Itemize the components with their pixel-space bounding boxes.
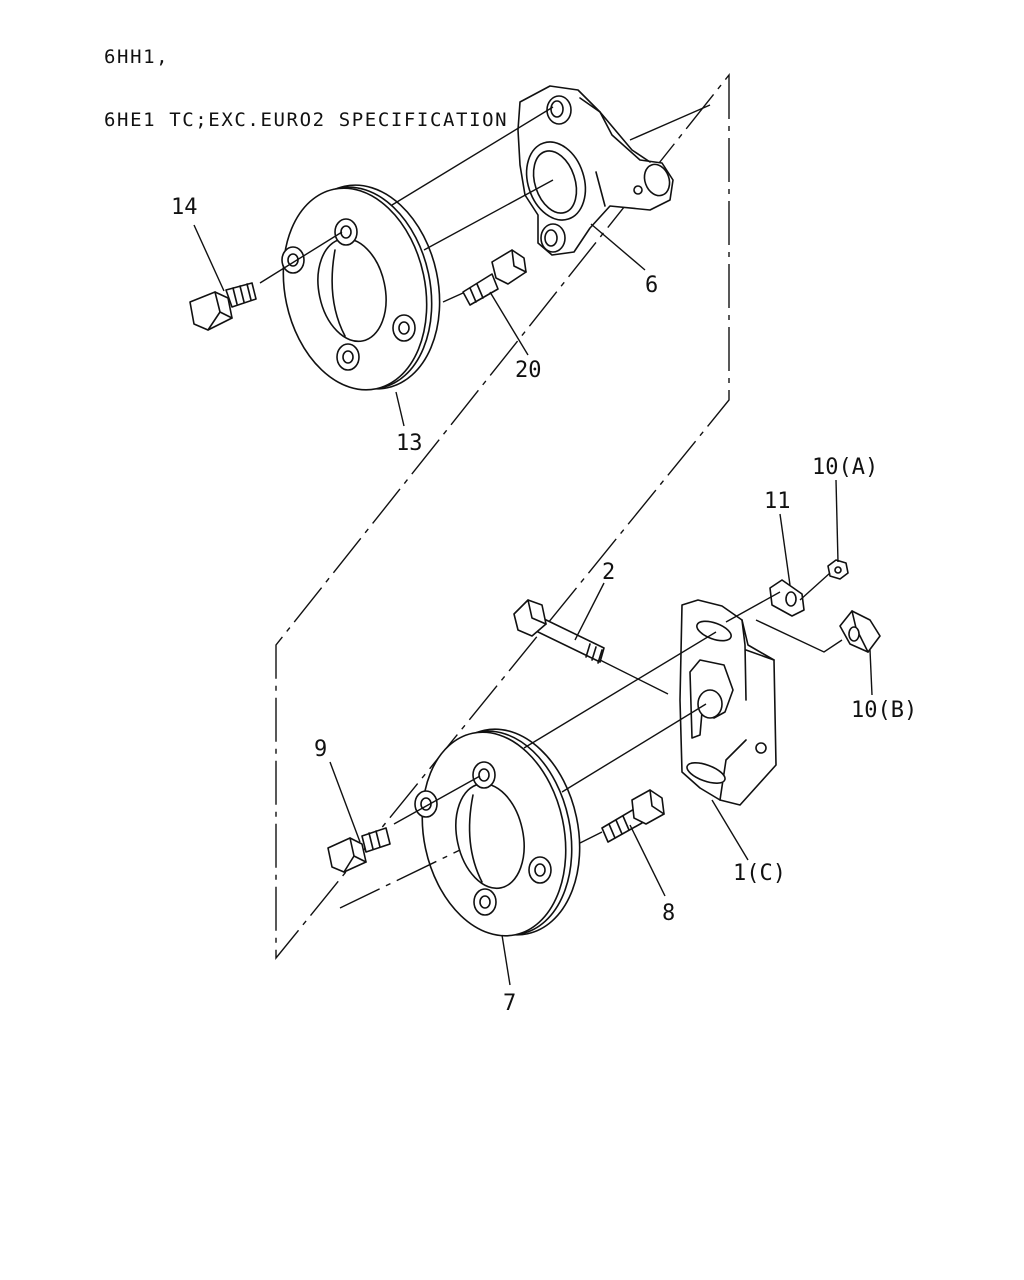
- part-9-bolt: [327, 827, 391, 873]
- engine-models: 6HH1,: [104, 46, 170, 68]
- part-20-bolt: [462, 249, 527, 306]
- callout-2: 2: [602, 560, 615, 585]
- assembly-boundary-frame: [275, 72, 730, 960]
- part-14-bolt: [189, 282, 257, 331]
- part-10b-block-nut: [839, 610, 881, 653]
- part-1c-bracket: [679, 599, 777, 806]
- diagram-header: 6HH1, 6HE1 TC;EXC.EURO2 SPECIFICATION: [104, 5, 508, 152]
- callout-7: 7: [503, 991, 516, 1016]
- callout-10a: 10(A): [812, 455, 878, 480]
- boundary-line: [275, 72, 730, 960]
- part-13-flange-disc: [281, 184, 441, 391]
- lower-assembly-axes: [339, 572, 843, 909]
- part-6-bracket: [517, 85, 674, 256]
- callout-10b: 10(B): [851, 698, 917, 723]
- callout-11: 11: [764, 489, 791, 514]
- callout-14: 14: [171, 195, 198, 220]
- callout-labels: 14 6 20 13 10(A) 11 2 10(B) 9 1(C) 8 7: [171, 195, 917, 1016]
- callout-1c: 1(C): [733, 861, 786, 886]
- callout-leaders: [193, 223, 873, 986]
- callout-9: 9: [314, 737, 327, 762]
- callout-13: 13: [396, 431, 423, 456]
- part-10a-nut: [827, 559, 849, 580]
- callout-6: 6: [645, 273, 658, 298]
- specification-note: 6HE1 TC;EXC.EURO2 SPECIFICATION: [104, 109, 509, 131]
- part-8-bolt: [601, 789, 665, 843]
- part-7-flange-disc: [414, 728, 581, 937]
- callout-8: 8: [662, 901, 675, 926]
- part-2-long-bolt: [513, 599, 605, 664]
- part-11-spacer: [769, 579, 805, 617]
- upper-assembly-axes: [259, 104, 711, 303]
- callout-20: 20: [515, 358, 542, 383]
